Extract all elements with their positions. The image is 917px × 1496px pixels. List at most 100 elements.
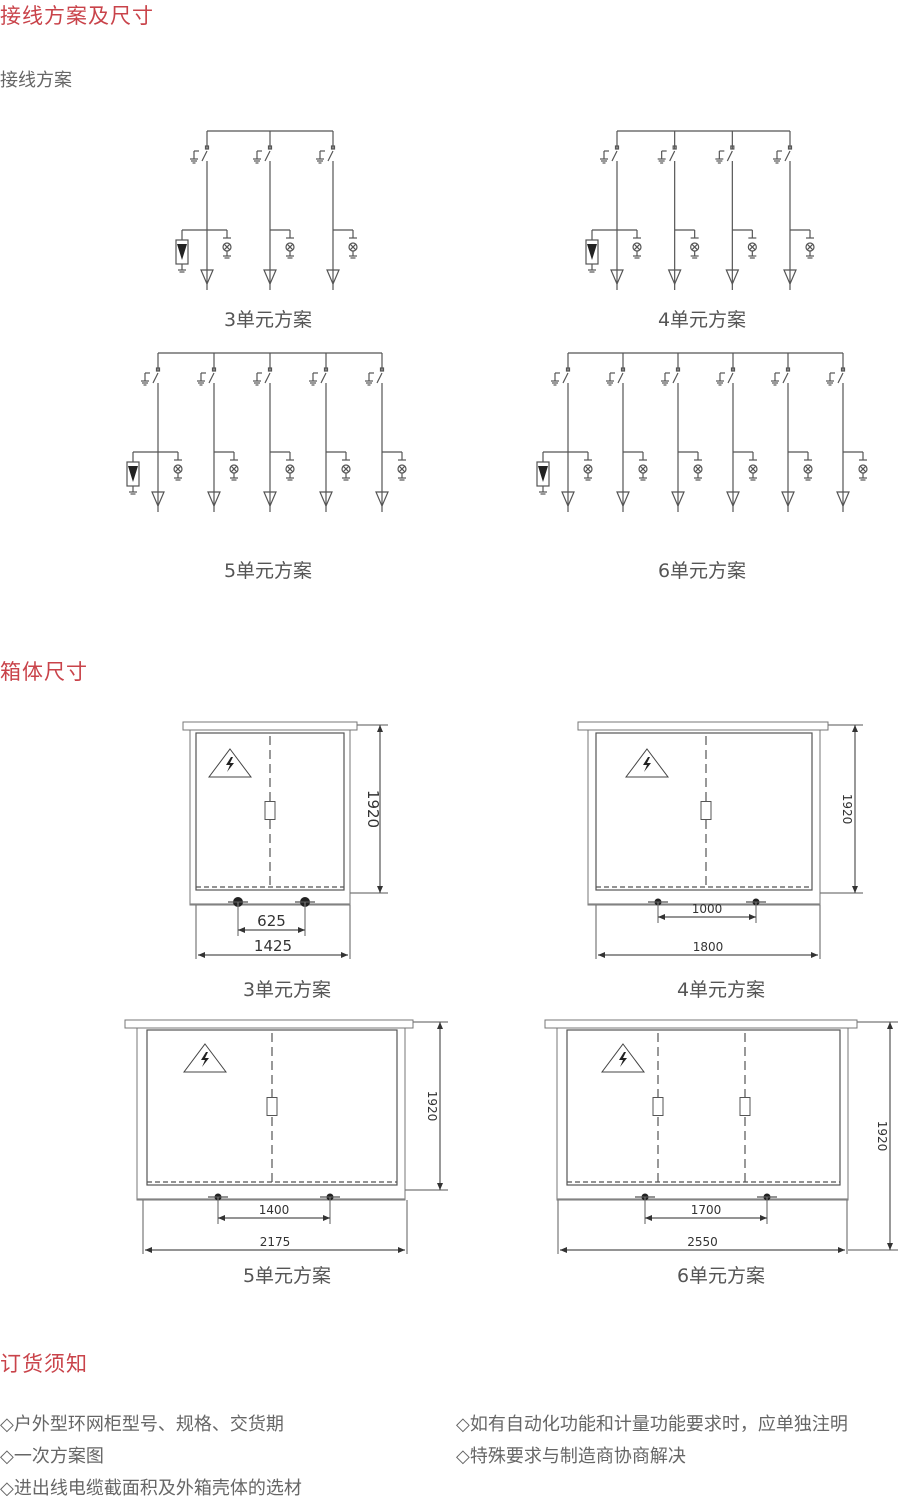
- fuse-icon: [675, 367, 681, 372]
- cable-terminal-icon: [326, 269, 340, 286]
- cable-terminal-icon: [616, 491, 630, 508]
- inner-width-dimension: 625: [257, 912, 286, 930]
- cabinet-caption-3: 3单元方案: [242, 979, 332, 1001]
- arrester-arrow-icon: [587, 244, 597, 260]
- fuse-icon: [267, 367, 273, 372]
- wire: [264, 150, 271, 162]
- wire: [201, 150, 208, 162]
- wire: [320, 372, 327, 384]
- wiring-caption-4: 4单元方案: [657, 309, 747, 331]
- cabinet-body: [587, 729, 821, 906]
- door-handle-icon: [266, 1097, 278, 1116]
- overall-width-dimension: 2550: [687, 1235, 718, 1249]
- feeder-unit: [773, 131, 815, 290]
- lightning-bolt-icon: [643, 757, 651, 772]
- wire: [230, 465, 238, 473]
- height-dimension: 1920: [364, 790, 382, 828]
- feeder-unit: [606, 353, 648, 512]
- wire: [691, 243, 698, 251]
- door-handle-icon: [264, 801, 276, 820]
- fuse-icon: [730, 145, 735, 150]
- fuse-icon: [211, 367, 217, 372]
- dimensions-title: 箱体尺寸: [0, 660, 88, 684]
- overall-width-dimension: 2175: [260, 1235, 291, 1249]
- cabinet-door-frame: [566, 1029, 841, 1186]
- wire: [208, 372, 215, 384]
- diamond-bullet-icon: ◇: [0, 1446, 14, 1467]
- lightning-bolt-icon: [619, 1052, 627, 1067]
- fuse-icon: [379, 367, 385, 372]
- fuse-icon: [672, 145, 677, 150]
- ordering-title: 订货须知: [0, 1352, 88, 1376]
- cabinet-body: [556, 1027, 849, 1201]
- order-note: ◇一次方案图: [0, 1446, 104, 1467]
- wire: [694, 465, 702, 473]
- feeder-unit: [253, 131, 295, 290]
- wire: [727, 372, 734, 384]
- wire: [639, 465, 647, 473]
- height-dimension: 1920: [425, 1091, 439, 1122]
- wire: [749, 243, 756, 251]
- order-note: ◇如有自动化功能和计量功能要求时，应单独注明: [456, 1414, 848, 1435]
- feeder-unit: [365, 353, 407, 512]
- inner-width-dimension: 1400: [259, 1203, 290, 1217]
- fuse-icon: [614, 145, 620, 150]
- arrester-arrow-icon: [128, 466, 138, 482]
- page-heading: 接线方案及尺寸: [0, 4, 154, 28]
- fuse-icon: [155, 367, 161, 372]
- cabinet-roof: [124, 1019, 414, 1029]
- wire: [152, 372, 159, 384]
- cabinet-caption-6: 6单元方案: [676, 1265, 766, 1287]
- wiring-diagram-6: [536, 352, 868, 512]
- cable-terminal-icon: [207, 491, 221, 508]
- cabinet-roof: [182, 721, 358, 731]
- order-note: ◇户外型环网柜型号、规格、交货期: [0, 1414, 284, 1435]
- cabinet-body: [189, 729, 351, 906]
- cabinet-drawing-6单元方案: 1920 1700 2550: [544, 1019, 898, 1254]
- cabinet-door-frame: [595, 732, 813, 891]
- feeder-unit: [536, 353, 593, 512]
- wiring-caption-3: 3单元方案: [223, 309, 313, 331]
- inner-width-dimension: 1000: [692, 902, 723, 916]
- wire: [342, 465, 350, 473]
- cable-terminal-icon: [783, 269, 797, 286]
- cable-terminal-icon: [836, 491, 850, 508]
- diamond-bullet-icon: ◇: [0, 1414, 14, 1435]
- fuse-icon: [267, 145, 273, 150]
- height-dimension: 1920: [840, 794, 854, 825]
- cable-terminal-icon: [263, 491, 277, 508]
- feeder-unit: [826, 353, 868, 512]
- cabinet-roof: [544, 1019, 858, 1029]
- wire: [669, 150, 676, 162]
- wire: [633, 243, 641, 251]
- feeder-unit: [316, 131, 358, 290]
- cable-terminal-icon: [671, 491, 685, 508]
- wire: [286, 243, 294, 251]
- inner-width-dimension: 1700: [691, 1203, 722, 1217]
- wire: [562, 372, 569, 384]
- wire: [784, 150, 791, 162]
- cable-terminal-icon: [375, 491, 389, 508]
- door-handle-icon: [652, 1097, 664, 1116]
- cable-terminal-icon: [319, 491, 333, 508]
- height-dimension: 1920: [875, 1121, 889, 1152]
- cable-terminal-icon: [667, 269, 682, 286]
- wire: [376, 372, 383, 384]
- wiring-caption-5: 5单元方案: [223, 560, 313, 582]
- fuse-icon: [323, 367, 329, 372]
- feeder-unit: [253, 353, 295, 512]
- overall-width-dimension: 1425: [254, 937, 292, 955]
- wire: [617, 372, 624, 384]
- cable-terminal-icon: [263, 269, 277, 286]
- arrester-arrow-icon: [538, 466, 548, 482]
- door-handle-icon: [700, 801, 712, 820]
- wire: [672, 372, 679, 384]
- order-note: ◇特殊要求与制造商协商解决: [456, 1446, 686, 1467]
- feeder-unit: [661, 353, 703, 512]
- cable-terminal-icon: [610, 269, 624, 286]
- diamond-bullet-icon: ◇: [456, 1414, 470, 1435]
- order-note: ◇进出线电缆截面积及外箱壳体的选材: [0, 1474, 302, 1496]
